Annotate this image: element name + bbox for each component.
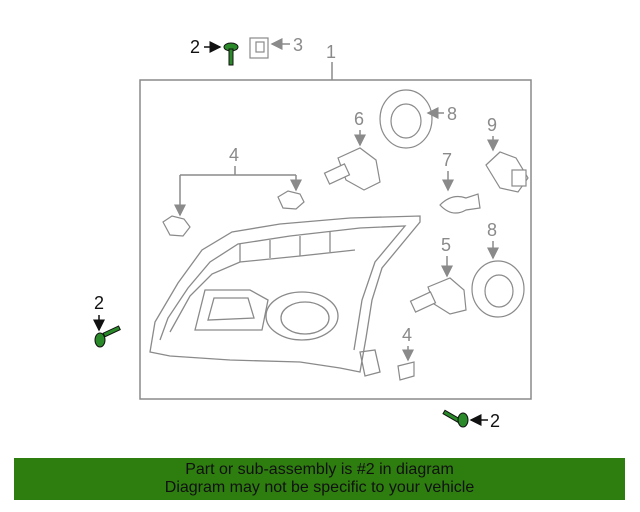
bulb-part-7[interactable]: [439, 193, 481, 214]
svg-text:2: 2: [190, 37, 200, 57]
callout-2-bottom[interactable]: 2: [469, 411, 500, 431]
seal-cap-part-top[interactable]: [379, 89, 433, 149]
callout-6[interactable]: 6: [354, 109, 366, 147]
banner-line-1: Part or sub-assembly is #2 in diagram: [185, 461, 454, 478]
parts-diagram: 1 2 3 4 6: [93, 35, 532, 431]
callout-4-bottom[interactable]: 4: [402, 325, 414, 362]
seal-cap-part-mid[interactable]: [471, 260, 525, 318]
clip-part[interactable]: [249, 37, 269, 59]
callout-5[interactable]: 5: [441, 235, 453, 278]
callout-2-top[interactable]: 2: [190, 37, 222, 57]
diagram-frame: [139, 79, 532, 400]
svg-text:1: 1: [326, 42, 336, 62]
svg-text:5: 5: [441, 235, 451, 255]
bolt-part-top[interactable]: [223, 42, 239, 66]
socket-part-right[interactable]: [277, 190, 305, 210]
svg-text:4: 4: [229, 145, 239, 165]
svg-text:8: 8: [487, 220, 497, 240]
bulb-part-9[interactable]: [485, 151, 529, 193]
banner-line-2: Diagram may not be specific to your vehi…: [164, 479, 475, 496]
bolt-part-bottom[interactable]: [442, 409, 469, 428]
callout-9[interactable]: 9: [487, 115, 499, 152]
callout-4-top[interactable]: 4: [174, 145, 302, 217]
bulb-part-6[interactable]: [323, 147, 381, 191]
socket-part-bottom[interactable]: [397, 361, 415, 381]
svg-text:9: 9: [487, 115, 497, 135]
callout-2-left[interactable]: 2: [93, 293, 105, 332]
svg-text:8: 8: [447, 104, 457, 124]
svg-text:6: 6: [354, 109, 364, 129]
callout-8-mid[interactable]: 8: [487, 220, 499, 260]
callout-7[interactable]: 7: [442, 150, 454, 192]
callout-3[interactable]: 3: [270, 35, 303, 55]
callout-8-top[interactable]: 8: [426, 104, 457, 124]
headlamp-assembly[interactable]: [149, 215, 421, 377]
svg-text:3: 3: [293, 35, 303, 55]
info-banner: Part or sub-assembly is #2 in diagram Di…: [14, 458, 625, 500]
svg-text:2: 2: [490, 411, 500, 431]
svg-text:2: 2: [94, 293, 104, 313]
svg-text:4: 4: [402, 325, 412, 345]
bulb-part-5[interactable]: [409, 277, 467, 315]
bolt-part-left[interactable]: [94, 325, 121, 348]
socket-part-left[interactable]: [162, 215, 191, 237]
svg-text:7: 7: [442, 150, 452, 170]
callout-1[interactable]: 1: [326, 42, 336, 80]
